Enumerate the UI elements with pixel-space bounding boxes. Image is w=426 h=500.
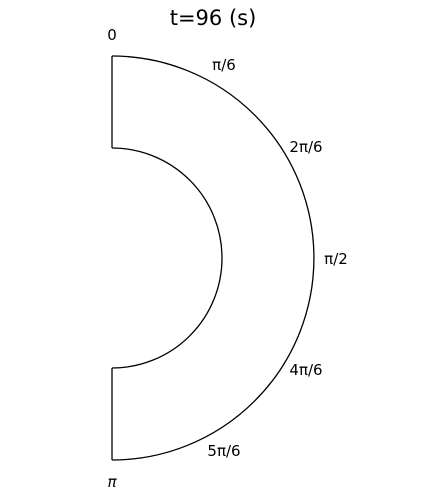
angle-label-4pi-6: 4π/6	[289, 361, 322, 379]
inner-arc	[111, 147, 223, 369]
angle-label-2pi-6: 2π/6	[289, 138, 322, 156]
outer-arc	[111, 55, 315, 461]
angle-label-5pi-6: 5π/6	[207, 442, 240, 460]
angle-label-pi: π	[107, 473, 117, 491]
angle-label-pi-2: π/2	[324, 250, 348, 268]
figure-title: t=96 (s)	[169, 6, 257, 30]
angle-label-pi-6: π/6	[212, 56, 236, 74]
angle-label-0: 0	[107, 26, 117, 44]
